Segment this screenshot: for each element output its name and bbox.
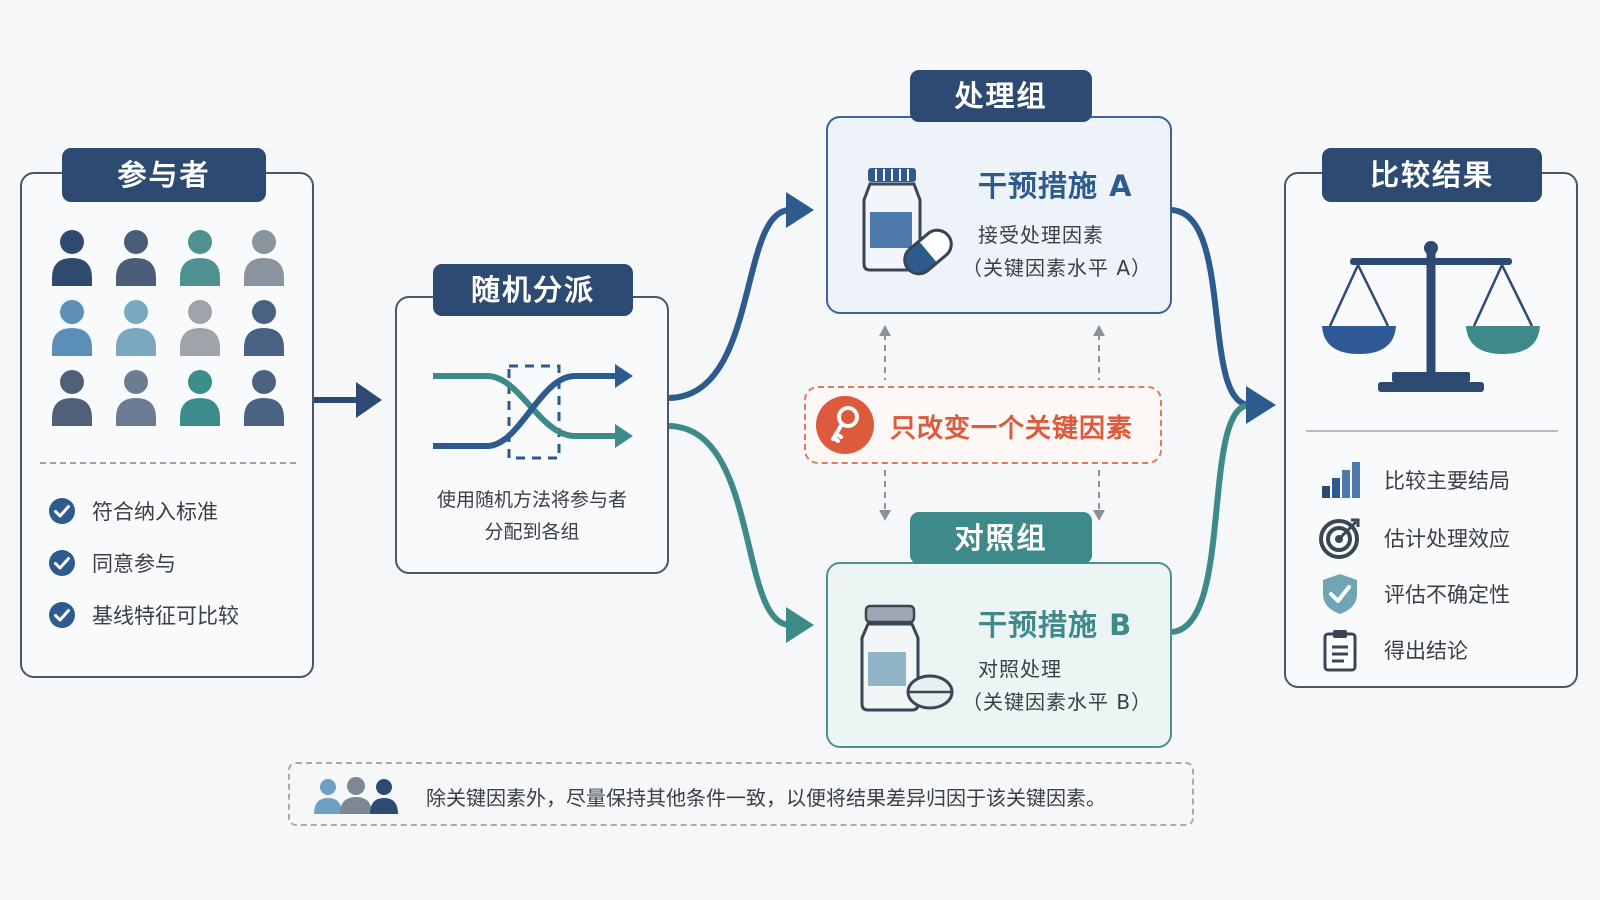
clipboard-icon <box>1323 630 1357 672</box>
criteria-item-3: 基线特征可比较 <box>48 600 239 630</box>
person-icon <box>180 300 220 356</box>
criteria-label: 基线特征可比较 <box>92 604 239 628</box>
criteria-item-2: 同意参与 <box>48 548 176 578</box>
randomization-description: 使用随机方法将参与者 分配到各组 <box>405 484 659 548</box>
person-icon <box>180 370 220 426</box>
results-item-1: 比较主要结局 <box>1318 458 1510 502</box>
balance-scale-icon <box>1322 241 1540 392</box>
person-icon <box>244 230 284 286</box>
footnote-text: 除关键因素外，尽量保持其他条件一致，以便将结果差异归因于该关键因素。 <box>426 786 1106 810</box>
shield-check-icon <box>1323 574 1357 614</box>
results-title: 比较结果 <box>1322 148 1542 202</box>
key-icon <box>816 396 874 454</box>
person-icon <box>52 230 92 286</box>
footnote-box <box>288 762 1194 826</box>
person-icon <box>116 230 156 286</box>
criteria-item-1: 符合纳入标准 <box>48 496 218 526</box>
criteria-label: 符合纳入标准 <box>92 500 218 524</box>
control-line2: （关键因素水平 B） <box>962 690 1153 714</box>
participants-title: 参与者 <box>62 148 266 202</box>
treatment-title: 处理组 <box>910 70 1092 122</box>
medicine-bottle-tablet-icon <box>860 604 954 712</box>
results-item-label: 比较主要结局 <box>1384 469 1510 493</box>
participants-people-grid <box>52 230 284 426</box>
dashed-connectors <box>884 334 1100 512</box>
medicine-bottle-pill-icon <box>862 168 953 276</box>
randomization-desc-line1: 使用随机方法将参与者 <box>436 489 627 511</box>
target-icon <box>1319 518 1360 559</box>
person-icon <box>244 300 284 356</box>
person-icon <box>52 370 92 426</box>
arrow-control-to-results <box>1169 386 1276 635</box>
randomization-desc-line2: 分配到各组 <box>484 521 580 543</box>
check-circle-icon <box>49 550 75 576</box>
criteria-label: 同意参与 <box>92 552 176 576</box>
control-line1: 对照处理 <box>978 657 1062 681</box>
arrow-to-control <box>667 423 814 643</box>
results-item-label: 评估不确定性 <box>1384 583 1510 607</box>
treatment-intervention: 干预措施 A <box>978 169 1133 203</box>
person-icon <box>180 230 220 286</box>
results-item-2: 估计处理效应 <box>1318 516 1510 560</box>
control-title: 对照组 <box>910 512 1092 564</box>
treatment-line2: （关键因素水平 A） <box>962 256 1153 280</box>
person-icon <box>52 300 92 356</box>
results-item-label: 估计处理效应 <box>1384 527 1510 551</box>
results-item-label: 得出结论 <box>1384 639 1468 663</box>
person-icon <box>244 370 284 426</box>
arrow-to-randomization <box>312 382 382 418</box>
control-intervention: 干预措施 B <box>978 608 1133 642</box>
treatment-line1: 接受处理因素 <box>978 223 1104 247</box>
person-icon <box>116 300 156 356</box>
check-circle-icon <box>49 602 75 628</box>
bar-chart-icon <box>1322 462 1360 498</box>
results-item-4: 得出结论 <box>1318 628 1468 672</box>
results-divider <box>1306 430 1558 432</box>
participants-divider <box>40 462 296 464</box>
arrow-to-treatment <box>667 192 814 401</box>
randomization-title: 随机分派 <box>433 264 633 316</box>
results-item-3: 评估不确定性 <box>1318 572 1510 616</box>
check-circle-icon <box>49 498 75 524</box>
people-group-icon <box>314 777 398 814</box>
shuffle-icon <box>433 364 633 460</box>
arrow-treatment-to-results <box>1169 207 1251 408</box>
key-factor-label: 只改变一个关键因素 <box>890 414 1134 444</box>
person-icon <box>116 370 156 426</box>
